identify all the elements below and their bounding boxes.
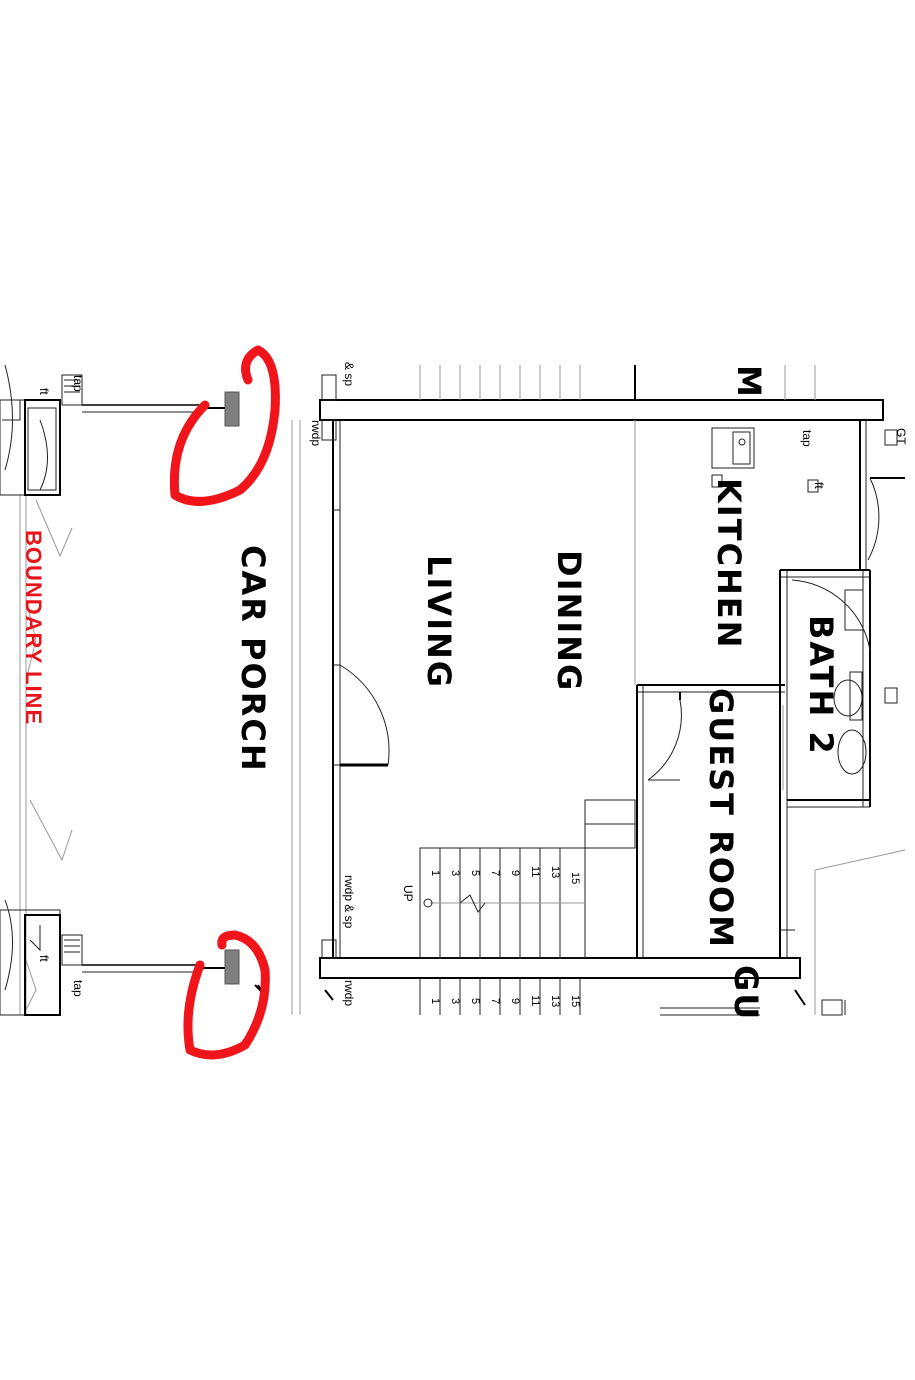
step-number: 11: [529, 866, 541, 877]
boundary-line-label: BOUNDARY LINE: [21, 530, 46, 725]
ft-label-kitchen: ft: [812, 482, 826, 489]
upper-stair-hatch: [419, 365, 581, 400]
staircase: [419, 799, 760, 1016]
rwdp-label-top: rwdp: [309, 420, 323, 446]
ft-label-bottom: ft: [37, 955, 51, 962]
rwdp-sp-label-bottom: rwdp & sp: [342, 875, 356, 929]
step-number: 1: [429, 870, 441, 876]
gate-post-top: [0, 364, 240, 496]
step-number: 9: [509, 998, 521, 1004]
room-label-m-partial: M: [730, 365, 768, 399]
room-label-guest-room: GUEST ROOM: [702, 688, 740, 949]
step-number: 13: [549, 995, 561, 1007]
up-label: UP: [401, 885, 415, 902]
step-number: 1: [429, 998, 441, 1004]
gt-label: GT: [894, 428, 908, 445]
step-number: 7: [489, 870, 501, 876]
step-number: 5: [469, 870, 481, 876]
step-number: 15: [569, 995, 581, 1007]
ft-label-top: ft: [37, 388, 51, 395]
step-number: 11: [529, 995, 541, 1006]
step-number: 5: [469, 998, 481, 1004]
house-walls: [291, 365, 906, 1015]
stair-numbers-lower: 15 13 11 9 7 5 3 1: [429, 995, 581, 1007]
step-number: 15: [569, 872, 581, 884]
room-label-dining: DINING: [550, 550, 588, 692]
highlight-circle-top: [169, 345, 280, 506]
room-label-car-porch: CAR PORCH: [234, 545, 272, 773]
room-label-bath-2: BATH 2: [802, 615, 840, 756]
room-label-kitchen: KITCHEN: [710, 478, 748, 649]
tap-label-top: tap: [71, 375, 85, 392]
step-number: 13: [549, 866, 561, 878]
sp-label-top: & sp: [342, 362, 356, 386]
step-number: 3: [449, 998, 461, 1004]
room-label-guest-partial: GU: [727, 965, 765, 1021]
tap-label-bottom: tap: [71, 980, 85, 997]
step-number: 7: [489, 998, 501, 1004]
rwdp-label-bottom: rwdp: [342, 980, 356, 1006]
gate-post-bottom: [0, 899, 263, 1016]
highlight-circle-bottom: [183, 930, 270, 1060]
step-number: 3: [449, 870, 461, 876]
tap-label-kitchen: tap: [800, 430, 814, 447]
room-label-living: LIVING: [420, 555, 458, 689]
stair-numbers-upper: 15 13 11 9 7 5 3 1: [429, 866, 581, 884]
partial-annotation-box: [821, 999, 843, 1016]
step-number: 9: [509, 870, 521, 876]
